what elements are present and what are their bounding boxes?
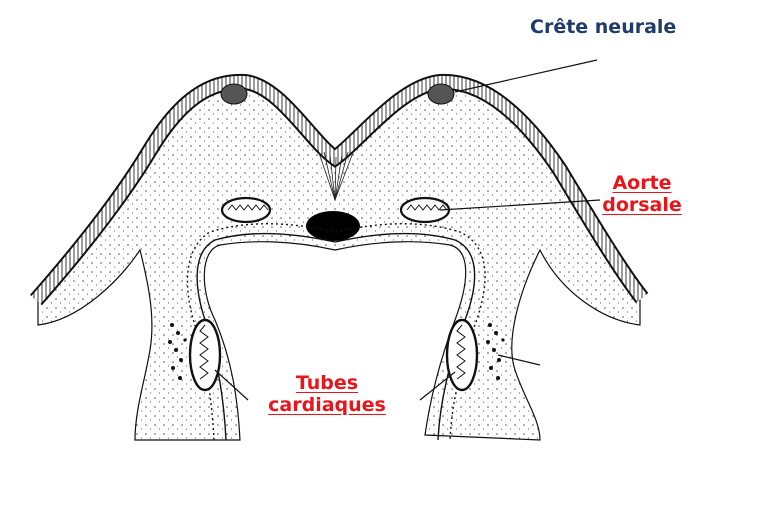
label-aorte-line2: dorsale (602, 194, 682, 216)
dorsal-aorta-left (220, 196, 272, 224)
dorsal-aorta-right-inner (406, 204, 448, 211)
leader-crete-neurale (454, 59, 598, 93)
label-tubes-cardiaques: Tubes cardiaques (262, 372, 392, 416)
label-tubes-line2: cardiaques (268, 394, 386, 416)
label-crete-neurale: Crête neurale (530, 16, 677, 38)
notochord (306, 211, 360, 241)
neural-ectoderm-hatch (31, 75, 647, 304)
leader-aorte-dorsale (439, 199, 601, 211)
neural-crest-right (427, 83, 455, 105)
leader-lines (214, 59, 601, 401)
heart-tube-left-inner (199, 324, 209, 380)
heart-tube-left (188, 318, 222, 392)
label-aorte-line1: Aorte (612, 172, 672, 194)
leader-right-side (497, 354, 541, 366)
endoderm-lining-inner (186, 223, 486, 441)
leader-tubes-left (214, 369, 249, 401)
leader-tubes-right (419, 371, 456, 401)
label-tubes-line1: Tubes (295, 372, 359, 394)
neural-crest-left (220, 83, 248, 105)
heart-tube-right-inner (456, 324, 466, 380)
neural-groove-lines (317, 149, 355, 201)
dorsal-aorta-left-inner (227, 204, 269, 211)
heart-tube-right (445, 318, 479, 392)
cardiogenic-dots-right (486, 323, 505, 380)
cardiogenic-dots-left (168, 323, 187, 380)
label-aorte-dorsale: Aorte dorsale (598, 172, 686, 216)
